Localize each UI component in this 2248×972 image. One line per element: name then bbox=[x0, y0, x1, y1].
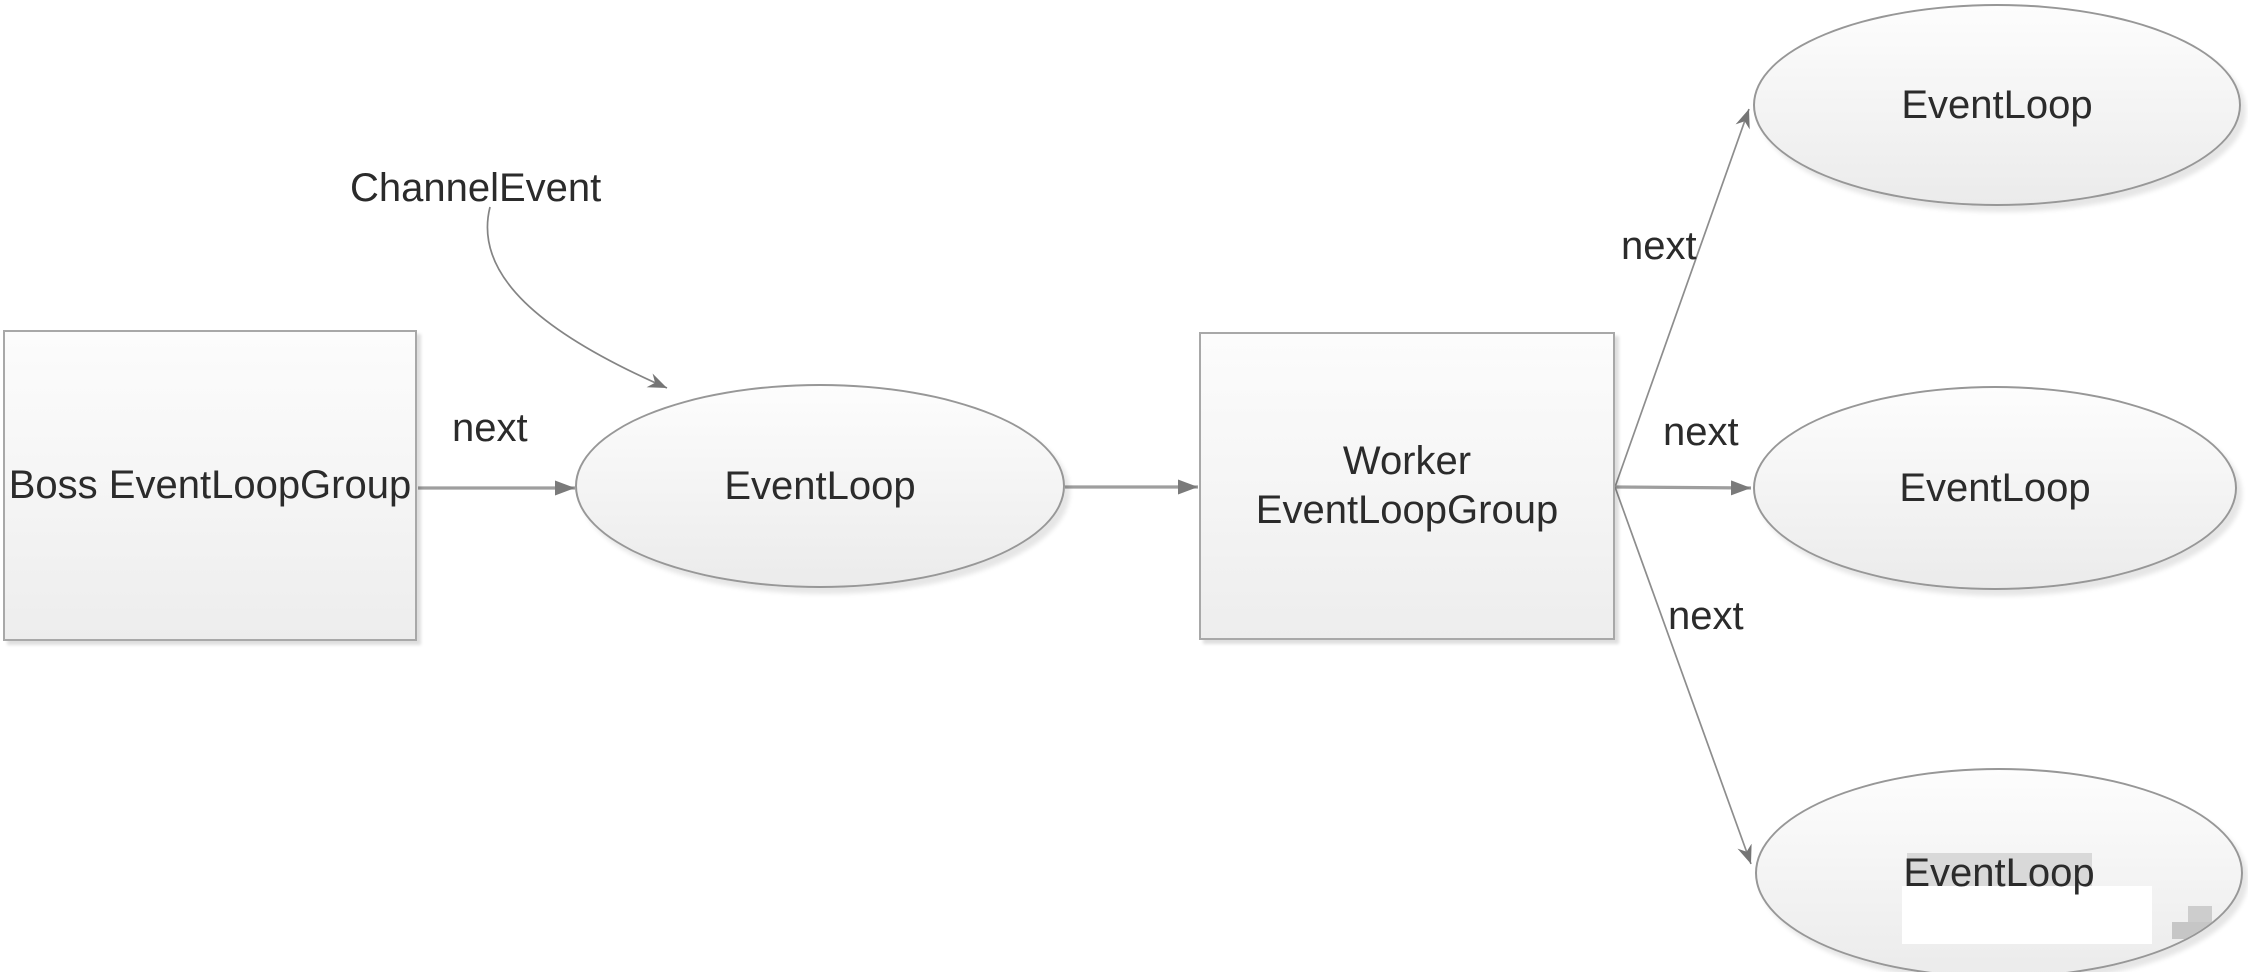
node-label: Boss EventLoopGroup bbox=[8, 463, 412, 508]
node-label: EventLoop bbox=[1899, 465, 2091, 510]
gray-step-artifact-1 bbox=[2188, 906, 2212, 923]
node-label: EventLoop bbox=[724, 463, 916, 508]
label-next-top: next bbox=[1621, 224, 1697, 268]
text-highlight-artifact bbox=[1907, 853, 2092, 886]
worker-label-line1: Worker bbox=[1342, 439, 1472, 484]
edge-worker-to-eventloop-bottom bbox=[1614, 486, 1752, 865]
label-next-middle: next bbox=[1663, 410, 1739, 454]
node-label: EventLoop bbox=[1903, 850, 2095, 895]
node-eventloop-bottom: EventLoop bbox=[1755, 768, 2243, 972]
node-worker-eventloopgroup: Worker EventLoopGroup bbox=[1199, 332, 1615, 640]
node-label: Worker EventLoopGroup bbox=[1256, 437, 1558, 535]
label-channel-event: ChannelEvent bbox=[350, 166, 602, 210]
node-eventloop-main: EventLoop bbox=[575, 384, 1065, 588]
edge-channelevent-curve bbox=[486, 206, 668, 389]
worker-label-line2: EventLoopGroup bbox=[1255, 488, 1559, 532]
label-next-boss: next bbox=[452, 406, 528, 450]
gray-step-artifact-2 bbox=[2172, 922, 2212, 939]
node-eventloop-middle: EventLoop bbox=[1753, 386, 2237, 590]
edge-worker-to-eventloop-middle bbox=[1614, 480, 1752, 496]
node-label: EventLoop bbox=[1901, 82, 2093, 127]
node-boss-eventloopgroup: Boss EventLoopGroup bbox=[3, 330, 417, 641]
node-eventloop-top: EventLoop bbox=[1753, 4, 2241, 206]
label-next-bottom: next bbox=[1668, 594, 1744, 638]
white-patch-artifact bbox=[1902, 886, 2152, 944]
